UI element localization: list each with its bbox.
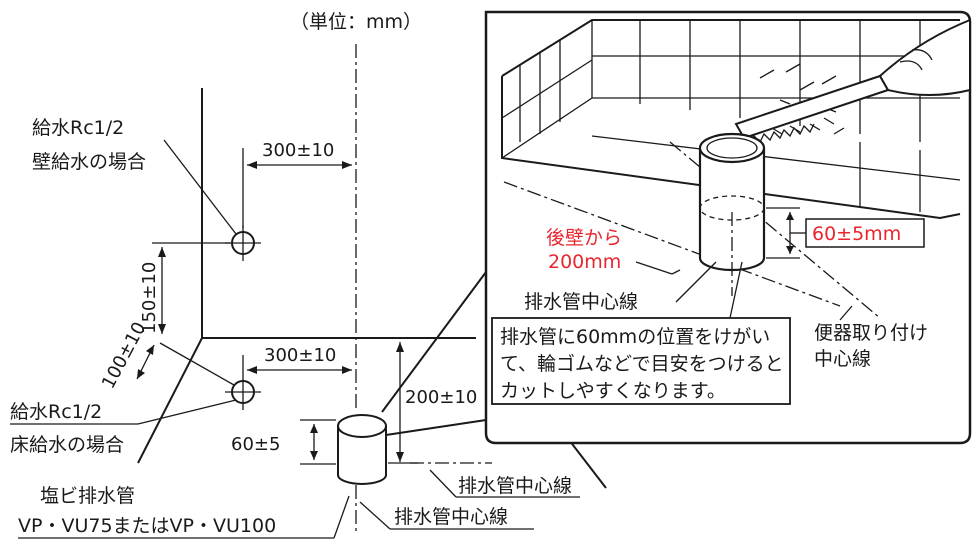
label-rear-wall-1: 後壁から [546, 227, 622, 249]
floor-side-edge [137, 337, 203, 464]
unit-label: （単位：mm） [290, 11, 422, 33]
cut-mark-box [805, 218, 925, 248]
dim-60: 60±5 [231, 434, 280, 455]
label-wall-supply-1: 給水Rc1/2 [32, 117, 124, 139]
label-pvc-1: 塩ビ排水管 [40, 485, 135, 507]
label-rear-wall-2: 200mm [548, 251, 621, 273]
wall-supply-crosshair-icon [225, 225, 261, 261]
label-drain-center-b: 排水管中心線 [394, 506, 508, 528]
label-floor-supply-2: 床給水の場合 [10, 434, 124, 456]
label-toilet-center-1: 便器取り付け [814, 322, 928, 344]
note-line-1: 排水管に60mmの位置をけがい [500, 326, 770, 348]
label-floor-supply-1: 給水Rc1/2 [10, 401, 102, 423]
label-drain-center-a: 排水管中心線 [458, 475, 572, 497]
hand-icon [878, 18, 971, 96]
note-line-2: て、輪ゴムなどで目安をつけると [500, 353, 784, 375]
dim-300-top: 300±10 [262, 140, 334, 161]
floor-supply-crosshair-icon [225, 374, 261, 410]
label-pvc-2: VP・VU75またはVP・VU100 [18, 515, 276, 537]
dim-300-bottom: 300±10 [264, 345, 336, 366]
label-drain-center-c: 排水管中心線 [524, 291, 638, 313]
drain-pipe-cylinder [337, 414, 387, 485]
label-toilet-center-2: 中心線 [814, 348, 871, 370]
note-box [491, 317, 791, 405]
dim-100: 100±10 [98, 319, 151, 393]
detail-drain-pipe [698, 132, 806, 296]
label-wall-supply-2: 壁給水の場合 [32, 151, 146, 173]
label-cut-mark: 60±5mm [812, 223, 901, 245]
dim-150: 150±10 [139, 262, 160, 334]
note-line-3: カットしやすくなります。 [500, 380, 726, 402]
dim-200: 200±10 [405, 387, 477, 408]
